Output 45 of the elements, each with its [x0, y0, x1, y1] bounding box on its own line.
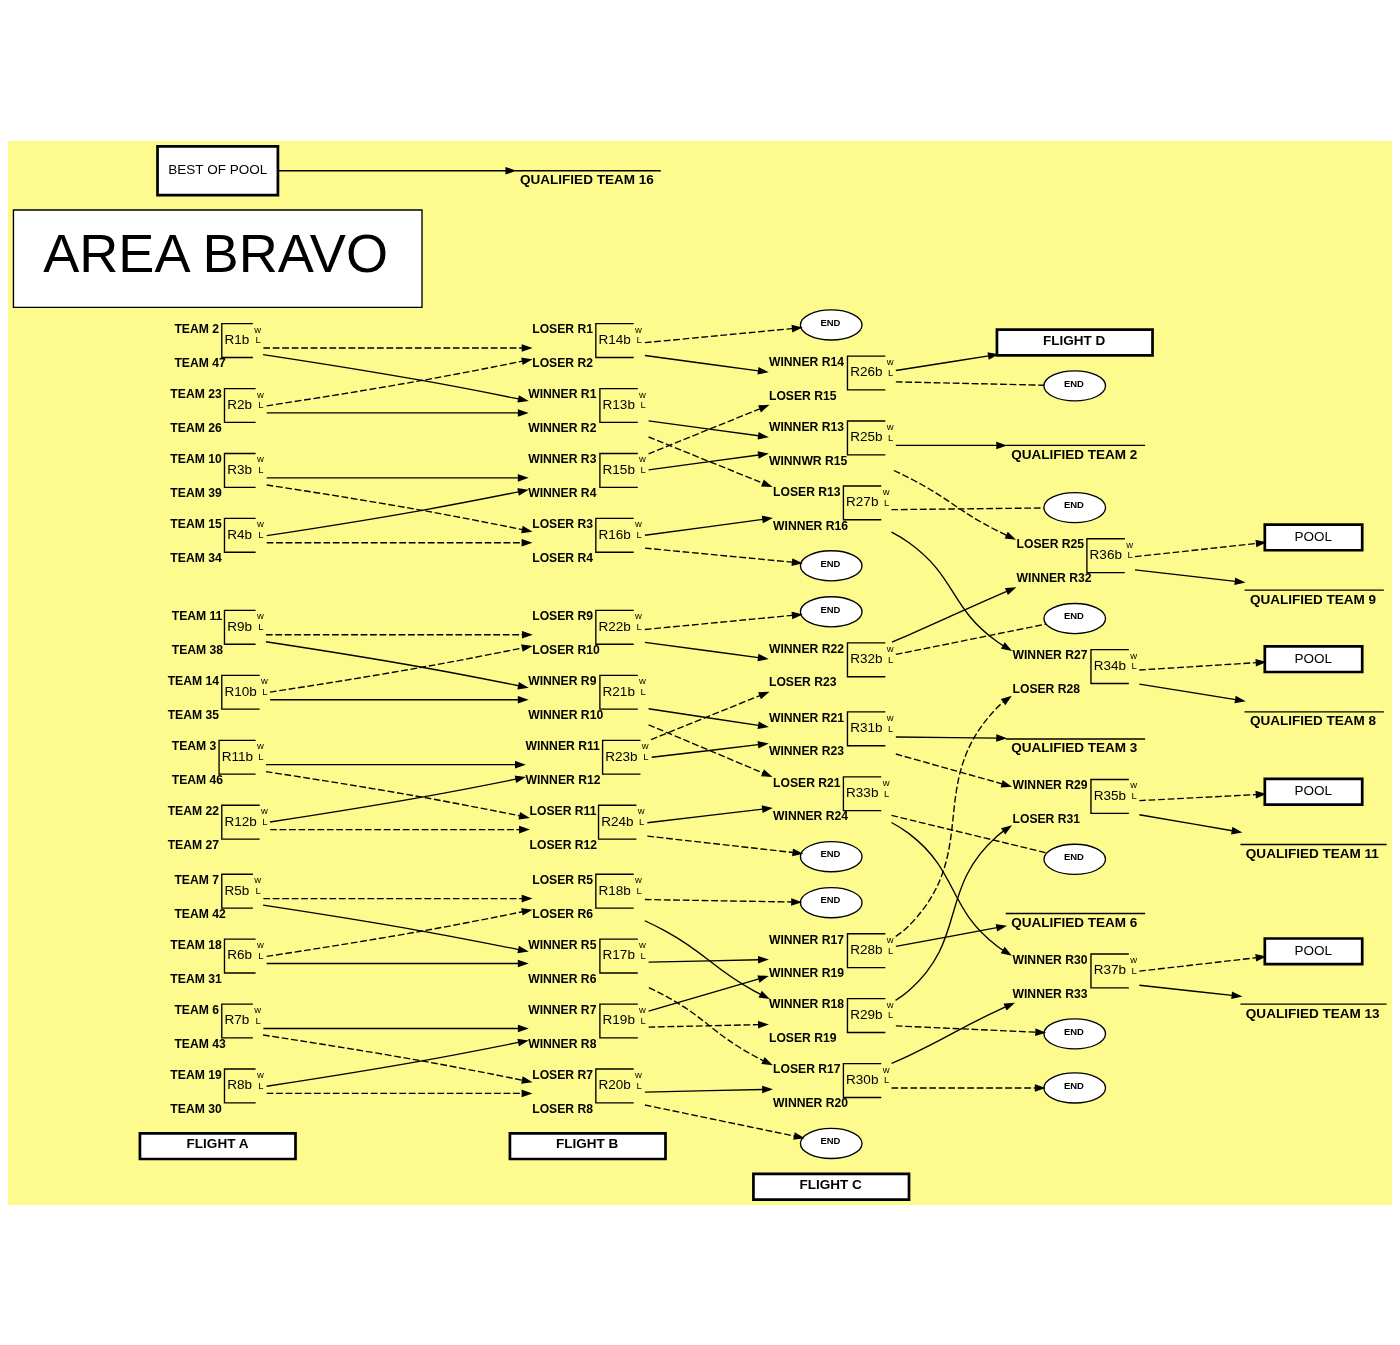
node-text: TEAM 7 R5b w L TEAM 42: [174, 872, 262, 921]
node-text: TEAM 22 R12b w L TEAM 27: [167, 803, 268, 852]
node-label: QUALIFIED TEAM 3: [1011, 739, 1138, 755]
node-text: WINNER R1 R13b w L WINNER R2: [528, 386, 646, 435]
node-text: LOSER R17 R30b w L WINNER R20: [773, 1061, 890, 1110]
node-text: LOSER R7 R20b w L LOSER R8: [532, 1067, 642, 1116]
node-text: LOSER R13 R27b w L WINNER R16: [773, 484, 890, 533]
node-text: WINNER R11 R23b w L WINNER R12: [525, 738, 649, 787]
node-text: TEAM 10 R3b w L TEAM 39: [170, 451, 264, 500]
node-text: WINNER R17 R28b w L WINNER R19: [768, 932, 894, 980]
node-text: TEAM 2 R1b w L TEAM 47: [174, 321, 262, 370]
node-text: TEAM 11 R9b w L TEAM 38: [171, 608, 264, 657]
node-label: QUALIFIED TEAM 8: [1249, 712, 1377, 728]
node-label: QUALIFIED TEAM 9: [1249, 591, 1377, 607]
node-text: TEAM 14 R10b w L TEAM 35: [167, 673, 268, 722]
node-label: QUALIFIED TEAM 13: [1245, 1005, 1380, 1021]
node-text: WINNER R7 R19b w L WINNER R8: [528, 1002, 646, 1051]
node-text: LOSER R3 R16b w L LOSER R4: [532, 516, 642, 565]
node-text: WINNER R13 R25b w L WINNWR R15: [768, 419, 894, 468]
node-text: LOSER R1 R14b w L LOSER R2: [532, 321, 642, 370]
node-text: WINNER R29 R35b w L LOSER R31: [1012, 777, 1138, 826]
node-text: LOSER R9 R22b w L LOSER R10: [532, 608, 642, 657]
node-text: WINNER R5 R17b w L WINNER R6: [528, 937, 646, 986]
node-text: TEAM 6 R7b w L TEAM 43: [174, 1002, 262, 1051]
node-text: WINNER R18 R29b w L LOSER R19: [768, 996, 894, 1045]
node-text: WINNER R9 R21b w L WINNER R10: [528, 673, 646, 722]
node-text: WINNER R14 R26b w L LOSER R15: [768, 354, 894, 403]
node-text: WINNER R3 R15b w L WINNER R4: [528, 451, 646, 500]
node-text: TEAM 19 R8b w L TEAM 30: [170, 1067, 264, 1116]
node-label: QUALIFIED TEAM 6: [1011, 914, 1138, 930]
node-text: LOSER R11 R24b w L LOSER R12: [529, 803, 645, 852]
node-label: QUALIFIED TEAM 16: [520, 171, 654, 187]
node-label: QUALIFIED TEAM 11: [1245, 845, 1379, 861]
node-text: WINNER R22 R32b w L LOSER R23: [768, 641, 894, 689]
node-text: LOSER R5 R18b w L LOSER R6: [532, 872, 642, 921]
node-text: LOSER R21 R33b w L WINNER R24: [773, 775, 890, 823]
node-text: WINNER R30 R37b w L WINNER R33: [1012, 952, 1138, 1001]
node-text: TEAM 18 R6b w L TEAM 31: [170, 937, 264, 986]
node-label: QUALIFIED TEAM 2: [1011, 446, 1138, 462]
node-text: TEAM 3 R11b w L TEAM 46: [171, 738, 264, 787]
node-text: TEAM 15 R4b w L TEAM 34: [170, 516, 264, 565]
node-text: WINNER R27 R34b w L LOSER R28: [1012, 647, 1138, 696]
node-text: WINNER R21 R31b w L WINNER R23: [768, 710, 894, 758]
node-text: LOSER R25 R36b w L WINNER R32: [1016, 536, 1133, 585]
node-text: TEAM 23 R2b w L TEAM 26: [170, 386, 264, 435]
